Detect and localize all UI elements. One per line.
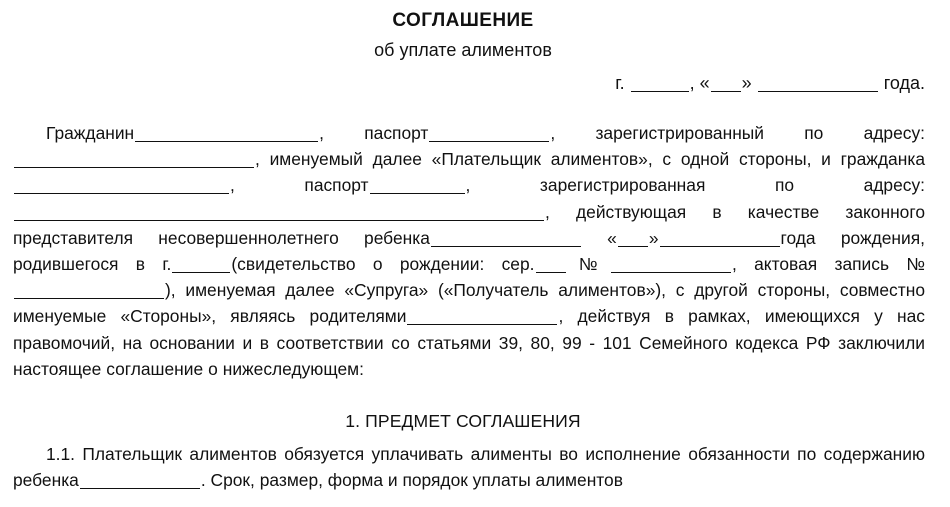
child-name-blank-field[interactable] <box>430 233 581 247</box>
payer-passport-blank-field[interactable] <box>429 128 550 142</box>
clause-1-1-text-b: . Срок, размер, форма и порядок уплаты а… <box>200 470 623 491</box>
recipient-passport-label: , паспорт <box>230 175 369 196</box>
recipient-address-label: , зарегистрированная по адресу: <box>465 175 925 196</box>
recipient-name-blank-field[interactable] <box>14 180 229 195</box>
recipient-designation-text: ), именуемая далее «Супруга» («Получател… <box>13 280 925 327</box>
clause-1-1-text-a: 1.1. Плательщик алиментов обязуется упла… <box>13 444 925 491</box>
recipient-address-blank-field[interactable] <box>14 207 544 221</box>
payer-name-blank-field[interactable] <box>135 128 319 142</box>
child-birth-day-blank-field[interactable] <box>617 233 648 247</box>
month-blank-field[interactable] <box>757 78 878 92</box>
day-quote-open: « <box>699 73 710 93</box>
citizen-label: Гражданин <box>46 123 135 143</box>
birth-year-text: года рождения, родившегося в г. <box>13 227 925 275</box>
clause-1-1-child-blank-field[interactable] <box>79 475 200 490</box>
day-quote-close: » <box>741 73 752 93</box>
document-title: СОГЛАШЕНИЕ <box>392 10 534 31</box>
document-page: СОГЛАШЕНИЕ об уплате алиментов г. , « » г… <box>0 8 950 507</box>
section-heading-1: 1. ПРЕДМЕТ СОГЛАШЕНИЯ <box>345 411 581 432</box>
preamble-paragraph: Гражданин , паспорт , зарегистрированный п… <box>13 120 925 382</box>
city-label: г. <box>615 73 625 93</box>
payer-passport-label: , паспорт <box>319 123 429 143</box>
birth-day-quote-close: » <box>648 227 659 248</box>
legal-representative-text: , действующая в качестве законного предс… <box>13 201 925 248</box>
certificate-series-blank-field[interactable] <box>535 259 566 274</box>
record-entry-blank-field[interactable] <box>14 285 164 300</box>
city-blank-field[interactable] <box>630 78 689 92</box>
certificate-number-blank-field[interactable] <box>610 259 731 274</box>
section-subject-of-agreement: 1. ПРЕДМЕТ СОГЛАШЕНИЯ 1.1. Плательщик ал… <box>13 408 925 493</box>
document-subtitle: об уплате алиментов <box>374 40 552 60</box>
payer-address-label: , зарегистрированный по адресу: <box>550 123 925 143</box>
record-entry-label: , актовая запись № <box>731 254 925 275</box>
place-and-date-line: г. , « » года. <box>13 70 925 96</box>
day-blank-field[interactable] <box>710 78 741 92</box>
child-birth-city-blank-field[interactable] <box>172 259 231 274</box>
legal-basis-text: , действуя в рамках, имеющихся у нас пра… <box>13 306 925 379</box>
recipient-passport-blank-field[interactable] <box>369 180 465 195</box>
birth-certificate-label: (свидетельство о рождении: сер. <box>231 254 535 275</box>
preamble-block: Гражданин , паспорт , зарегистрированный п… <box>13 120 925 382</box>
child-birth-month-blank-field[interactable] <box>659 233 780 247</box>
payer-address-blank-field[interactable] <box>14 154 254 169</box>
certificate-number-label: № <box>566 254 610 275</box>
birth-day-quote-open: « <box>607 227 617 248</box>
parents-blank-field[interactable] <box>407 311 558 326</box>
clause-1-1: 1.1. Плательщик алиментов обязуется упла… <box>13 441 925 493</box>
year-label: года. <box>883 73 925 93</box>
payer-designation-text: , именуемый далее «Плательщик алиментов»… <box>255 149 925 170</box>
date-comma: , <box>689 73 695 93</box>
